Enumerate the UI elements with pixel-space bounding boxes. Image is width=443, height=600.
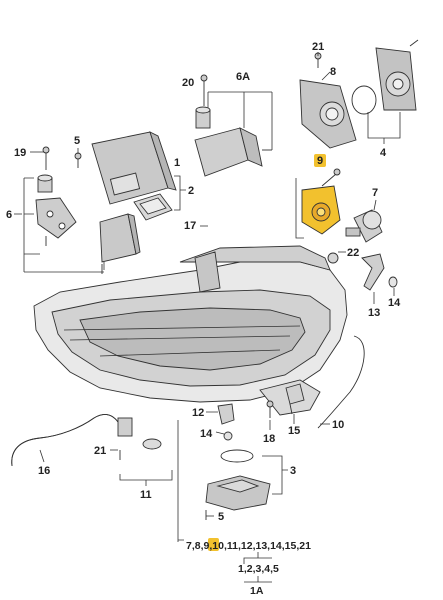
callout-labels: 20 6A 21 8 4 19 5 1 2 6 9 7 17 22 14 13 … bbox=[6, 41, 401, 523]
ballast-module-3 bbox=[205, 449, 271, 520]
rear-cover-8 bbox=[299, 39, 419, 149]
callout-6a: 6A bbox=[236, 71, 250, 83]
callout-17: 17 bbox=[184, 220, 196, 232]
callout-9: 9 bbox=[317, 155, 323, 167]
callout-1: 1 bbox=[174, 157, 180, 169]
footer-assembly-label: 1A bbox=[250, 585, 264, 597]
callout-15: 15 bbox=[288, 425, 300, 437]
actuator-7 bbox=[327, 209, 398, 291]
bracket-6a bbox=[194, 74, 272, 177]
footer-sub-list: 1,2,3,4,5 bbox=[238, 563, 279, 575]
footer-part-list: 7,8,9,10,11,12,13,14,15,21 1,2,3,4,5 1A bbox=[186, 538, 311, 597]
footer-highlight-badge-9 bbox=[208, 538, 219, 551]
headlight-housing bbox=[33, 245, 348, 416]
callout-22: 22 bbox=[347, 247, 359, 259]
callout-4: 4 bbox=[380, 147, 387, 159]
callout-14-left: 14 bbox=[200, 428, 213, 440]
cable-10 bbox=[317, 335, 365, 429]
callout-7: 7 bbox=[372, 187, 378, 199]
callout-21-top: 21 bbox=[312, 41, 324, 53]
footer-list: 7,8,9,10,11,12,13,14,15,21 bbox=[186, 540, 311, 552]
callout-11: 11 bbox=[140, 489, 152, 501]
callout-2: 2 bbox=[188, 185, 194, 197]
callout-16: 16 bbox=[38, 465, 50, 477]
callout-10: 10 bbox=[332, 419, 344, 431]
highlight-badge-9 bbox=[314, 154, 326, 167]
callout-14-right: 14 bbox=[388, 297, 401, 309]
callout-6: 6 bbox=[6, 209, 12, 221]
highlighted-part-9 bbox=[301, 168, 341, 235]
callout-21-bottom: 21 bbox=[94, 445, 106, 457]
callout-20: 20 bbox=[182, 77, 194, 89]
callout-12: 12 bbox=[192, 407, 204, 419]
callout-8: 8 bbox=[330, 66, 336, 78]
callout-5-bottom: 5 bbox=[218, 511, 224, 523]
footer-list-highlight: 9 bbox=[204, 540, 210, 552]
washer-hose-16 bbox=[11, 414, 162, 467]
leader-lines bbox=[14, 52, 401, 583]
callout-3: 3 bbox=[290, 465, 296, 477]
callout-19: 19 bbox=[14, 147, 26, 159]
callout-13: 13 bbox=[368, 307, 380, 319]
control-module bbox=[91, 131, 177, 221]
small-parts-lower bbox=[217, 383, 305, 441]
left-bracket-6 bbox=[35, 146, 141, 274]
callout-18: 18 bbox=[263, 433, 275, 445]
callout-5-top: 5 bbox=[74, 135, 80, 147]
